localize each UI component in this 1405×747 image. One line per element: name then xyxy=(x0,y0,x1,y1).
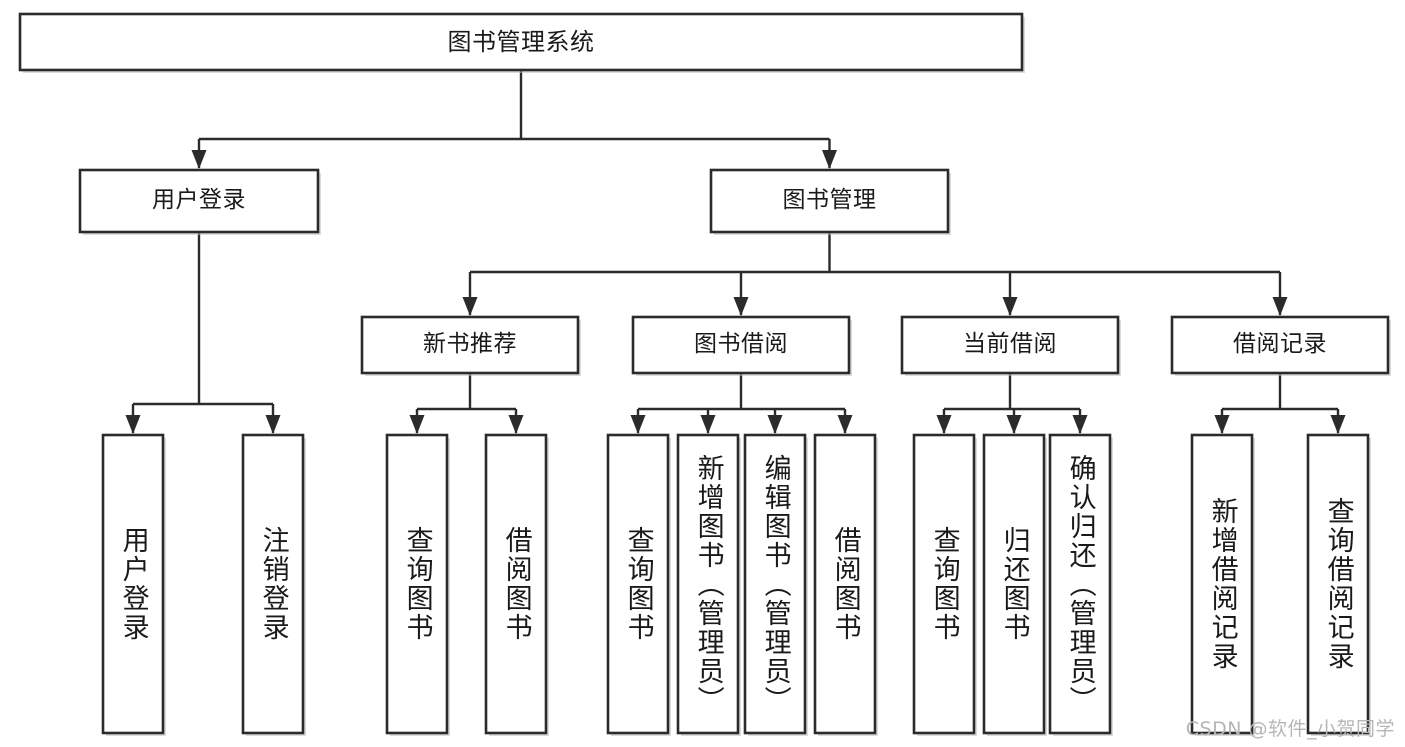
node-box-leaf-confirm-return[interactable] xyxy=(1048,433,1112,735)
arrow-head-icon-leaf-query-book-1 xyxy=(409,415,425,434)
arrow-head-icon-new-book-recommend xyxy=(462,297,478,316)
node-box-leaf-edit-book[interactable] xyxy=(743,433,807,735)
arrow-head-icon-leaf-query-book-3 xyxy=(936,415,952,434)
arrow-head-icon-leaf-logout xyxy=(265,415,281,434)
node-box-current-borrow[interactable] xyxy=(900,315,1120,375)
arrow-head-icon-book-borrow xyxy=(733,297,749,316)
arrow-head-icon-leaf-user-login xyxy=(125,415,141,434)
node-box-leaf-add-book[interactable] xyxy=(676,433,740,735)
node-box-leaf-borrow-book-1[interactable] xyxy=(484,433,548,735)
node-box-book-manage[interactable] xyxy=(709,168,950,234)
arrow-head-icon-leaf-query-record xyxy=(1330,415,1346,434)
node-box-leaf-add-record[interactable] xyxy=(1190,433,1254,735)
node-box-book-borrow[interactable] xyxy=(631,315,851,375)
node-box-root[interactable] xyxy=(18,12,1024,72)
node-box-borrow-record[interactable] xyxy=(1170,315,1390,375)
arrow-head-icon-leaf-query-book-2 xyxy=(630,415,646,434)
node-box-leaf-query-record[interactable] xyxy=(1306,433,1370,735)
arrow-head-icon-leaf-return-book xyxy=(1006,415,1022,434)
connectors-layer xyxy=(125,70,1346,434)
arrow-head-icon-user-login xyxy=(191,150,207,169)
node-box-leaf-query-book-3[interactable] xyxy=(912,433,976,735)
arrow-head-icon-leaf-edit-book xyxy=(767,415,783,434)
arrow-head-icon-borrow-record xyxy=(1272,297,1288,316)
node-box-leaf-borrow-book-2[interactable] xyxy=(813,433,877,735)
csdn-watermark: CSDN @软件_小贺同学 xyxy=(1185,718,1395,740)
node-box-user-login[interactable] xyxy=(78,168,320,234)
arrow-head-icon-leaf-add-book xyxy=(700,415,716,434)
arrow-head-icon-book-manage xyxy=(822,150,837,169)
arrow-head-icon-leaf-confirm-return xyxy=(1072,415,1088,434)
node-box-leaf-user-login[interactable] xyxy=(101,433,165,735)
node-box-leaf-query-book-2[interactable] xyxy=(606,433,670,735)
arrow-head-icon-current-borrow xyxy=(1002,297,1018,316)
node-box-leaf-query-book-1[interactable] xyxy=(385,433,449,735)
arrow-head-icon-leaf-borrow-book-2 xyxy=(837,415,853,434)
node-box-leaf-return-book[interactable] xyxy=(982,433,1046,735)
boxes-layer xyxy=(18,12,1391,736)
arrow-head-icon-leaf-add-record xyxy=(1214,415,1230,434)
node-box-new-book-recommend[interactable] xyxy=(360,315,580,375)
node-box-leaf-logout[interactable] xyxy=(241,433,305,735)
arrow-head-icon-leaf-borrow-book-1 xyxy=(508,415,524,434)
